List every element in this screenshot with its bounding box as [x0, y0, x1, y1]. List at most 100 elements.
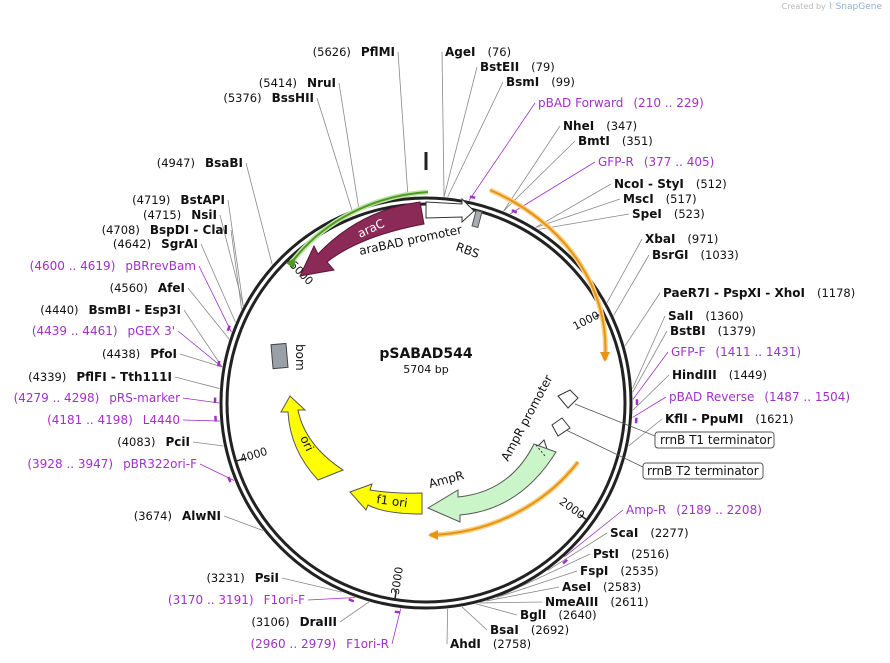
primer-marks — [213, 195, 639, 614]
site-leader-line — [486, 586, 560, 602]
site-leader-line — [245, 162, 273, 265]
enzyme-site-label: HindIII(1449) — [672, 368, 767, 382]
enzyme-site-label: (4339)PflFI - Tth111I — [28, 370, 172, 384]
primer-label: (2960 .. 2979)F1ori-R — [250, 637, 389, 651]
enzyme-site-label: NcoI - StyI(512) — [614, 177, 727, 191]
arabad-promoter-feature — [425, 197, 475, 224]
ampr-label: AmpR — [427, 468, 465, 491]
site-leader-line — [547, 532, 608, 571]
enzyme-site-label: BsrGI(1033) — [652, 248, 739, 262]
site-leader-line — [447, 81, 504, 198]
site-leader-line — [230, 229, 242, 310]
primer-mark — [216, 360, 221, 367]
site-leader-line — [632, 374, 670, 411]
enzyme-site-label: (3106)DraIII — [251, 615, 337, 629]
site-leader-line — [182, 397, 220, 404]
site-leader-line — [182, 419, 220, 422]
enzyme-site-label: (4083)PciI — [117, 435, 190, 449]
primer-label: (3928 .. 3947)pBR322ori-F — [27, 457, 197, 471]
site-leader-line — [441, 51, 445, 197]
site-leader-line — [632, 330, 668, 393]
enzyme-site-label: (5414)NruI — [259, 76, 336, 90]
snapgene-credit: Created by ⌇ SnapGene — [782, 2, 882, 12]
enzyme-site-label: (4438)PfoI — [102, 347, 177, 361]
site-leader-line — [391, 608, 402, 645]
site-leader-line — [183, 309, 223, 368]
site-leader-line — [187, 287, 230, 340]
site-leader-line — [339, 601, 370, 623]
bp-tick-label: 3000 — [389, 566, 406, 596]
enzyme-site-label: (4719)BstAPI — [132, 193, 225, 207]
site-leader-line — [538, 213, 630, 230]
site-leader-line — [509, 161, 596, 215]
primer-label: (4181 .. 4198)L4440 — [47, 413, 180, 427]
site-leader-line — [227, 199, 244, 306]
bp-tick-label: 2000 — [557, 495, 587, 522]
arac-arc — [291, 191, 429, 263]
site-leader-line — [179, 353, 223, 368]
bom-label: bom — [293, 344, 307, 371]
site-leader-line — [281, 577, 342, 593]
primer-label: pBAD Reverse(1487 .. 1504) — [669, 390, 850, 404]
left-site-labels: (5626)PflMI(5414)NruI(5376)BssHII(4947)B… — [14, 45, 395, 651]
enzyme-site-label: (3674)AlwNI — [134, 509, 221, 523]
enzyme-site-label: (4440)BsmBI - Esp3I — [40, 303, 181, 317]
primer-label: (4279 .. 4298)pRS-marker — [14, 391, 180, 405]
enzyme-site-label: AgeI(76) — [445, 45, 511, 59]
site-leader-line — [468, 102, 536, 201]
credit-prefix: Created by — [781, 2, 826, 11]
right-site-labels: AgeI(76)BstEII(79)BsmI(99) pBAD Forward(2… — [445, 45, 855, 651]
rrnb-t1-label: rrnB T1 terminator — [660, 433, 772, 447]
site-leader-line — [200, 243, 236, 323]
f1-ori-label: f1 ori — [376, 492, 409, 510]
site-leader-line — [624, 292, 661, 347]
enzyme-site-label: KflI - PpuMI(1621) — [665, 412, 794, 426]
site-leader-line — [564, 509, 624, 558]
enzyme-site-label: (5626)PflMI — [313, 45, 395, 59]
enzyme-site-label: (3231)PsiI — [206, 571, 279, 585]
enzyme-site-label: BsaI(2692) — [490, 623, 569, 637]
primer-label: GFP-R(377 .. 405) — [598, 155, 714, 169]
primer-label: pBAD Forward(210 .. 229) — [538, 96, 704, 110]
primer-mark — [469, 195, 476, 200]
f1-ori-feature — [349, 483, 423, 515]
plasmid-length: 5704 bp — [403, 363, 448, 376]
rbs-label: RBS — [454, 240, 481, 261]
enzyme-site-label: BsmI(99) — [506, 75, 575, 89]
site-leader-line — [632, 396, 667, 418]
site-leader-line — [479, 601, 543, 604]
site-leader-line — [338, 82, 360, 208]
enzyme-site-label: (4708)BspDI - ClaI — [102, 223, 228, 237]
enzyme-site-label: BstEII(79) — [480, 60, 555, 74]
rrnb-t1-feature — [557, 389, 579, 409]
label-leader-lines — [174, 51, 670, 645]
credit-brand: SnapGene — [835, 2, 882, 12]
site-leader-line — [632, 315, 666, 389]
orf-arc-gfp — [489, 189, 607, 361]
enzyme-site-label: SalI(1360) — [668, 309, 744, 323]
site-leader-line — [606, 238, 643, 303]
site-leader-line — [307, 597, 356, 601]
site-leader-line — [461, 606, 488, 631]
site-leader-line — [174, 376, 220, 389]
site-leader-line — [443, 66, 478, 197]
primer-mark — [562, 558, 569, 565]
rrnb-t2-box — [642, 462, 764, 480]
enzyme-site-label: (4715)NsiI — [143, 208, 217, 222]
site-leader-line — [316, 97, 353, 210]
orf-arc-ampr — [429, 461, 579, 536]
primer-mark — [394, 610, 401, 614]
primer-mark — [226, 325, 231, 332]
site-leader-line — [177, 330, 223, 368]
enzyme-site-label: NheI(347) — [563, 119, 637, 133]
enzyme-site-label: FspI(2535) — [580, 564, 659, 578]
enzyme-site-label: AseI(2583) — [562, 580, 641, 594]
enzyme-site-label: ScaI(2277) — [610, 526, 689, 540]
rrnb-t1-leader — [574, 403, 661, 439]
enzyme-site-label: AhdI(2758) — [450, 637, 531, 651]
rbs-feature — [471, 209, 483, 229]
site-leader-line — [496, 570, 578, 598]
site-leader-line — [192, 441, 224, 447]
ampr-feature — [426, 443, 557, 523]
